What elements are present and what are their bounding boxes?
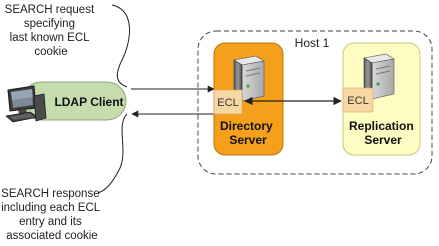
request-annotation: SEARCH request specifying last known ECL… — [5, 4, 98, 58]
replication-ecl-label: ECL — [347, 95, 368, 107]
directory-ecl-label: ECL — [217, 97, 238, 109]
response-line-1: SEARCH response — [1, 188, 99, 200]
response-annotation: SEARCH response including each ECL entry… — [1, 188, 103, 242]
host-label: Host 1 — [295, 36, 330, 50]
request-line-4: cookie — [34, 46, 67, 58]
directory-server-label: Directory Server — [220, 119, 276, 147]
request-callout-line — [111, 4, 131, 88]
request-line-1: SEARCH request — [5, 4, 95, 16]
response-line-4: associated cookie — [6, 230, 97, 242]
directory-server-label-line-1: Directory — [220, 119, 273, 133]
replication-ecl-box — [342, 87, 374, 113]
ldap-client-label: LDAP Client — [54, 95, 123, 109]
replication-server-label-line-2: Server — [364, 133, 402, 147]
response-line-2: including each ECL — [1, 202, 101, 214]
directory-server-label-line-2: Server — [229, 133, 267, 147]
replication-server-label-line-1: Replication — [349, 119, 414, 133]
request-line-2: specifying — [24, 18, 75, 30]
computer-icon — [5, 85, 47, 123]
host-boundary — [197, 30, 433, 175]
response-callout-line — [97, 113, 128, 194]
request-line-3: last known ECL — [10, 32, 91, 44]
directory-server-icon — [233, 55, 265, 102]
replication-server-label: Replication Server — [349, 119, 417, 147]
replication-server-icon — [363, 53, 395, 100]
directory-ecl-box — [213, 89, 243, 115]
response-line-3: entry and its — [19, 216, 82, 228]
